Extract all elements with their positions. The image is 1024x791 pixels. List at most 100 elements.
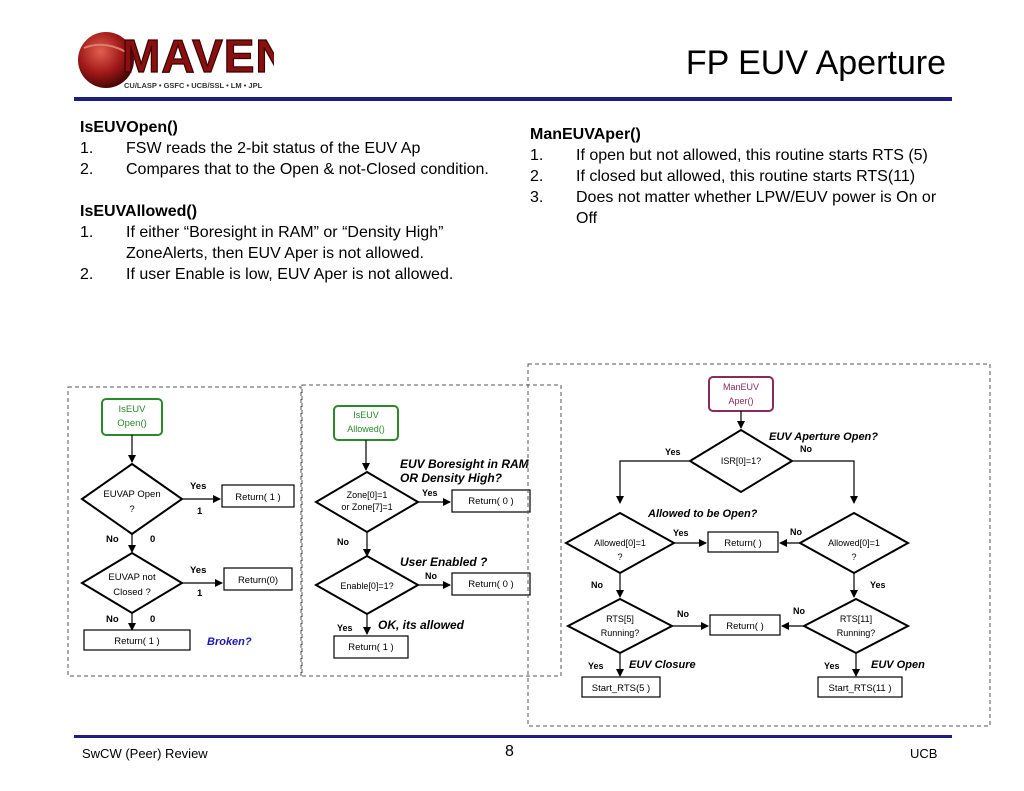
flow-iseuvopen: IsEUV Open() EUVAP Open ? Yes 1 Return( …	[67, 386, 302, 677]
svg-text:Return( 1 ): Return( 1 )	[114, 636, 159, 647]
svg-text:Return( 1 ): Return( 1 )	[348, 642, 393, 653]
svg-text:RTS[5]: RTS[5]	[606, 614, 634, 624]
svg-text:Yes: Yes	[673, 528, 689, 538]
svg-text:Closed ?: Closed ?	[113, 587, 151, 598]
decision-node	[688, 428, 794, 494]
svg-text:No: No	[425, 571, 437, 581]
svg-text:?: ?	[851, 552, 856, 562]
svg-text:1: 1	[197, 506, 203, 517]
page-title: FP EUV Aperture	[685, 44, 946, 82]
list-number: 2.	[80, 266, 94, 283]
svg-text:?: ?	[129, 504, 134, 515]
note-label: Allowed to be Open?	[647, 508, 758, 520]
svg-text:Return( 0 ): Return( 0 )	[468, 579, 513, 590]
return-node	[709, 614, 781, 636]
svg-text:No: No	[106, 614, 119, 625]
svg-text:ISR[0]=1?: ISR[0]=1?	[721, 456, 761, 466]
flow-maneuvaper: ManEUV Aper() EUV Aperture Open? ISR[0]=…	[527, 363, 991, 727]
svg-text:Yes: Yes	[337, 623, 353, 633]
svg-text:Return( 1 ): Return( 1 )	[235, 492, 280, 503]
svg-text:RTS[11]: RTS[11]	[840, 614, 872, 624]
note-label: OR Density High?	[400, 471, 503, 485]
svg-text:No: No	[337, 537, 349, 547]
flow-frame	[301, 384, 562, 677]
logo-text: MAVEN	[122, 30, 274, 82]
svg-text:No: No	[800, 444, 812, 454]
page-number: 8	[505, 743, 514, 760]
list-item: 2. Compares that to the Open & not-Close…	[80, 159, 490, 180]
return-node	[83, 629, 191, 651]
list-number: 2.	[530, 168, 544, 185]
decision-node	[80, 551, 184, 615]
action-node	[817, 676, 903, 698]
footer-divider	[74, 735, 952, 738]
list-number: 1.	[80, 224, 94, 241]
note-label: User Enabled ?	[400, 555, 488, 569]
svg-text:Yes: Yes	[190, 481, 206, 492]
list-item: 1. If either “Boresight in RAM” or “Dens…	[80, 222, 490, 264]
svg-text:?: ?	[617, 552, 622, 562]
list-text: If user Enable is low, EUV Aper is not a…	[126, 266, 454, 283]
svg-text:Return( ): Return( )	[724, 538, 761, 549]
note-label: EUV Aperture Open?	[769, 431, 878, 443]
svg-text:No: No	[793, 606, 805, 616]
note-label: EUV Boresight in RAM	[400, 457, 530, 471]
svg-text:Enable[0]=1?: Enable[0]=1?	[340, 581, 393, 591]
header-divider	[74, 97, 952, 101]
decision-node	[565, 597, 675, 655]
return-node	[333, 635, 409, 659]
flow-iseuvallowed: IsEUV Allowed() EUV Boresight in RAM OR …	[301, 384, 562, 677]
list-item: 2. If closed but allowed, this routine s…	[530, 166, 940, 187]
section-heading: IsEUVAllowed()	[80, 203, 198, 220]
flow-frame	[67, 386, 302, 677]
list-text: If either “Boresight in RAM” or “Density…	[126, 224, 444, 262]
svg-text:Return( 0 ): Return( 0 )	[468, 496, 513, 507]
svg-text:Yes: Yes	[665, 447, 681, 457]
svg-text:or Zone[7]=1: or Zone[7]=1	[341, 502, 392, 512]
svg-text:Yes: Yes	[422, 488, 438, 498]
svg-text:Yes: Yes	[588, 661, 604, 671]
list-number: 2.	[80, 161, 94, 178]
svg-text:Yes: Yes	[870, 580, 886, 590]
svg-text:Allowed[0]=1: Allowed[0]=1	[594, 538, 646, 548]
svg-text:Yes: Yes	[824, 661, 840, 671]
svg-text:No: No	[790, 527, 802, 537]
svg-text:1: 1	[197, 588, 203, 599]
list-text: If closed but allowed, this routine star…	[576, 168, 916, 185]
note-label: EUV Open	[871, 659, 925, 671]
svg-text:Zone[0]=1: Zone[0]=1	[347, 490, 388, 500]
return-node	[451, 489, 531, 513]
svg-text:Open(): Open()	[117, 418, 147, 429]
svg-text:0: 0	[150, 614, 155, 625]
return-node	[221, 484, 295, 508]
return-node	[707, 531, 779, 553]
decision-node	[801, 597, 911, 655]
logo-subtext: CU/LASP • GSFC • UCB/SSL • LM • JPL	[124, 81, 263, 90]
svg-text:Allowed(): Allowed()	[347, 424, 385, 434]
section-heading: IsEUVOpen()	[80, 119, 178, 136]
list-item: 1. FSW reads the 2-bit status of the EUV…	[80, 138, 490, 159]
return-node	[451, 572, 531, 596]
list-text: FSW reads the 2-bit status of the EUV Ap	[126, 140, 421, 157]
list-number: 1.	[530, 147, 544, 164]
maven-logo: MAVEN CU/LASP • GSFC • UCB/SSL • LM • JP…	[74, 18, 289, 94]
list-text: Does not matter whether LPW/EUV power is…	[576, 189, 937, 227]
note-label: Broken?	[207, 636, 252, 648]
list-text: If open but not allowed, this routine st…	[576, 147, 928, 164]
svg-text:EUVAP Open: EUVAP Open	[103, 489, 160, 500]
note-label: OK, its allowed	[378, 618, 465, 632]
right-text-column: ManEUVAper() 1. If open but not allowed,…	[530, 124, 940, 229]
svg-text:No: No	[677, 609, 689, 619]
return-node	[223, 567, 293, 591]
action-node	[581, 676, 661, 698]
svg-text:IsEUV: IsEUV	[353, 410, 379, 420]
svg-text:Yes: Yes	[190, 565, 206, 576]
svg-text:Allowed[0]=1: Allowed[0]=1	[828, 538, 880, 548]
footer-left: SwCW (Peer) Review	[82, 746, 208, 761]
svg-text:Running?: Running?	[837, 628, 876, 638]
list-text: Compares that to the Open & not-Closed c…	[126, 161, 489, 178]
list-number: 1.	[80, 140, 94, 157]
section-heading: ManEUVAper()	[530, 126, 641, 143]
svg-text:Return(0): Return(0)	[238, 575, 278, 586]
note-label: EUV Closure	[629, 659, 696, 671]
